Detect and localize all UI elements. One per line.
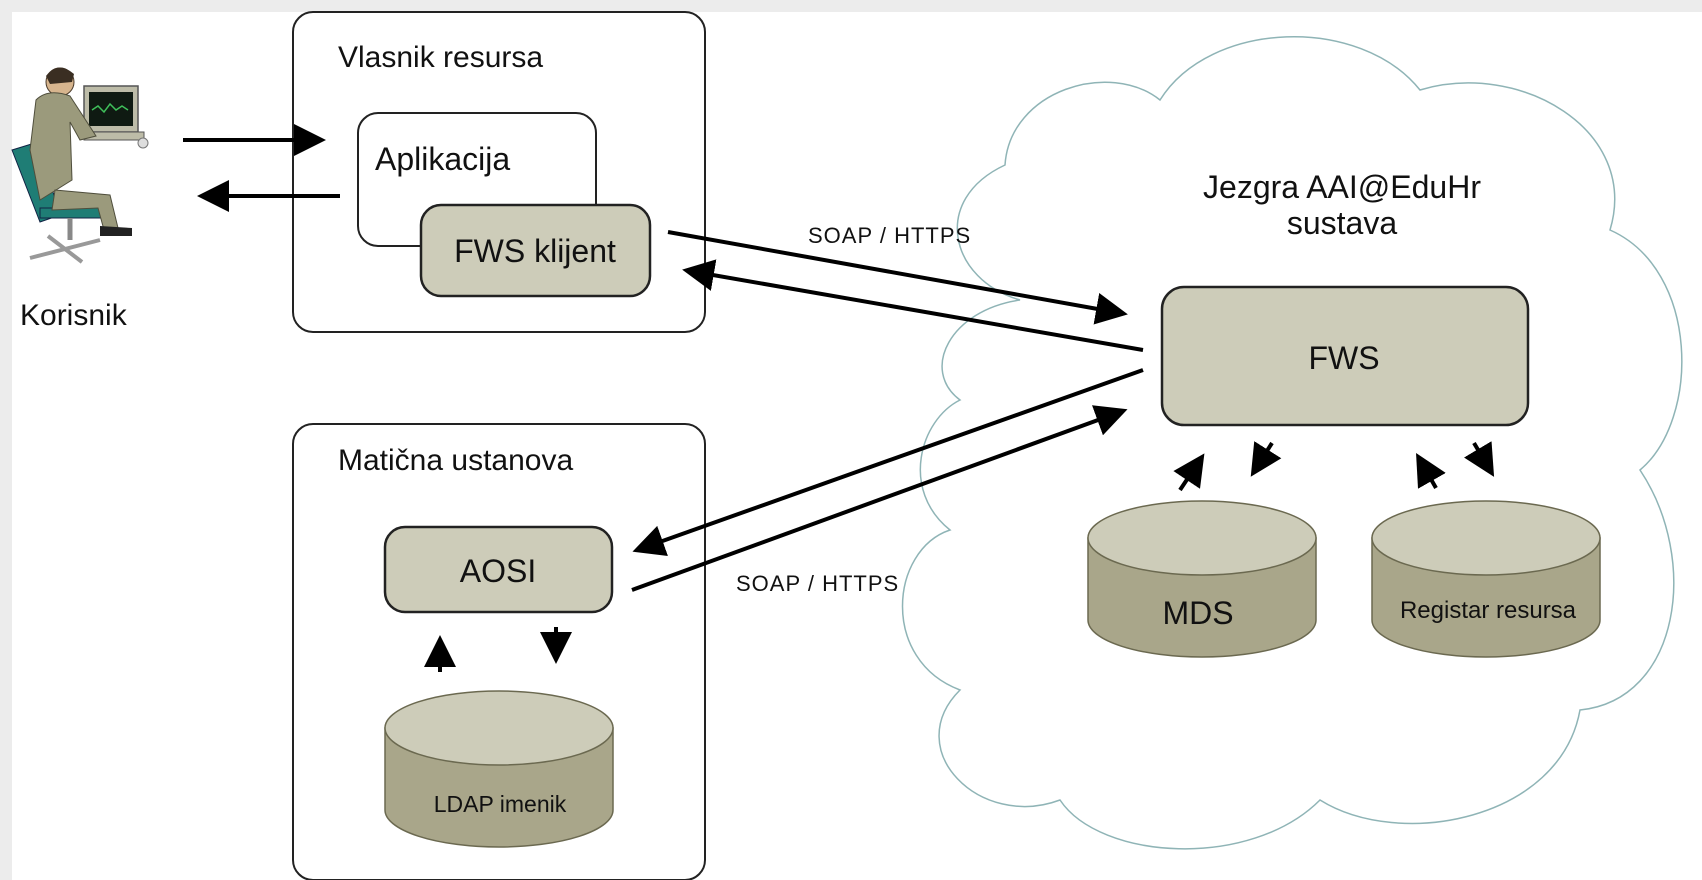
fws-to-client-arrow <box>682 259 1144 352</box>
resource-registry-cylinder[interactable]: Registar resursa <box>1371 500 1601 658</box>
ldap-label: LDAP imenik <box>434 791 567 817</box>
mds-to-fws-arrow <box>1173 453 1205 492</box>
aosi-label: AOSI <box>460 553 536 589</box>
protocol-label-bottom: SOAP / HTTPS <box>736 571 899 596</box>
home-institution-title: Matična ustanova <box>338 444 573 477</box>
mds-cylinder[interactable]: MDS <box>1087 500 1317 658</box>
resource-owner-title: Vlasnik resursa <box>338 41 543 74</box>
client-to-fws-arrow <box>667 230 1128 325</box>
aosi-node[interactable] <box>383 525 614 614</box>
registry-label: Registar resursa <box>1400 597 1577 624</box>
user-figure <box>11 67 149 264</box>
fws-to-registry-arrow <box>1464 441 1495 477</box>
core-cloud <box>901 35 1683 850</box>
protocol-label-top: SOAP / HTTPS <box>808 223 971 248</box>
fws-client-label: FWS klijent <box>454 233 616 269</box>
fws-to-mds-arrow <box>1250 441 1282 477</box>
aosi-to-fws-arrow <box>631 405 1128 592</box>
core-title-line1: Jezgra AAI@EduHr <box>1203 169 1481 205</box>
fws-node[interactable] <box>1160 285 1530 427</box>
core-title-line2: sustava <box>1287 205 1397 241</box>
ldap-directory-cylinder[interactable]: LDAP imenik <box>384 690 614 848</box>
registry-to-fws-arrow <box>1416 453 1446 489</box>
user-label: Korisnik <box>20 299 128 332</box>
mds-label: MDS <box>1162 595 1233 631</box>
fws-label: FWS <box>1308 340 1379 376</box>
fws-client-node[interactable] <box>419 203 652 298</box>
fws-to-aosi-arrow <box>632 368 1144 557</box>
application-label: Aplikacija <box>375 141 510 177</box>
